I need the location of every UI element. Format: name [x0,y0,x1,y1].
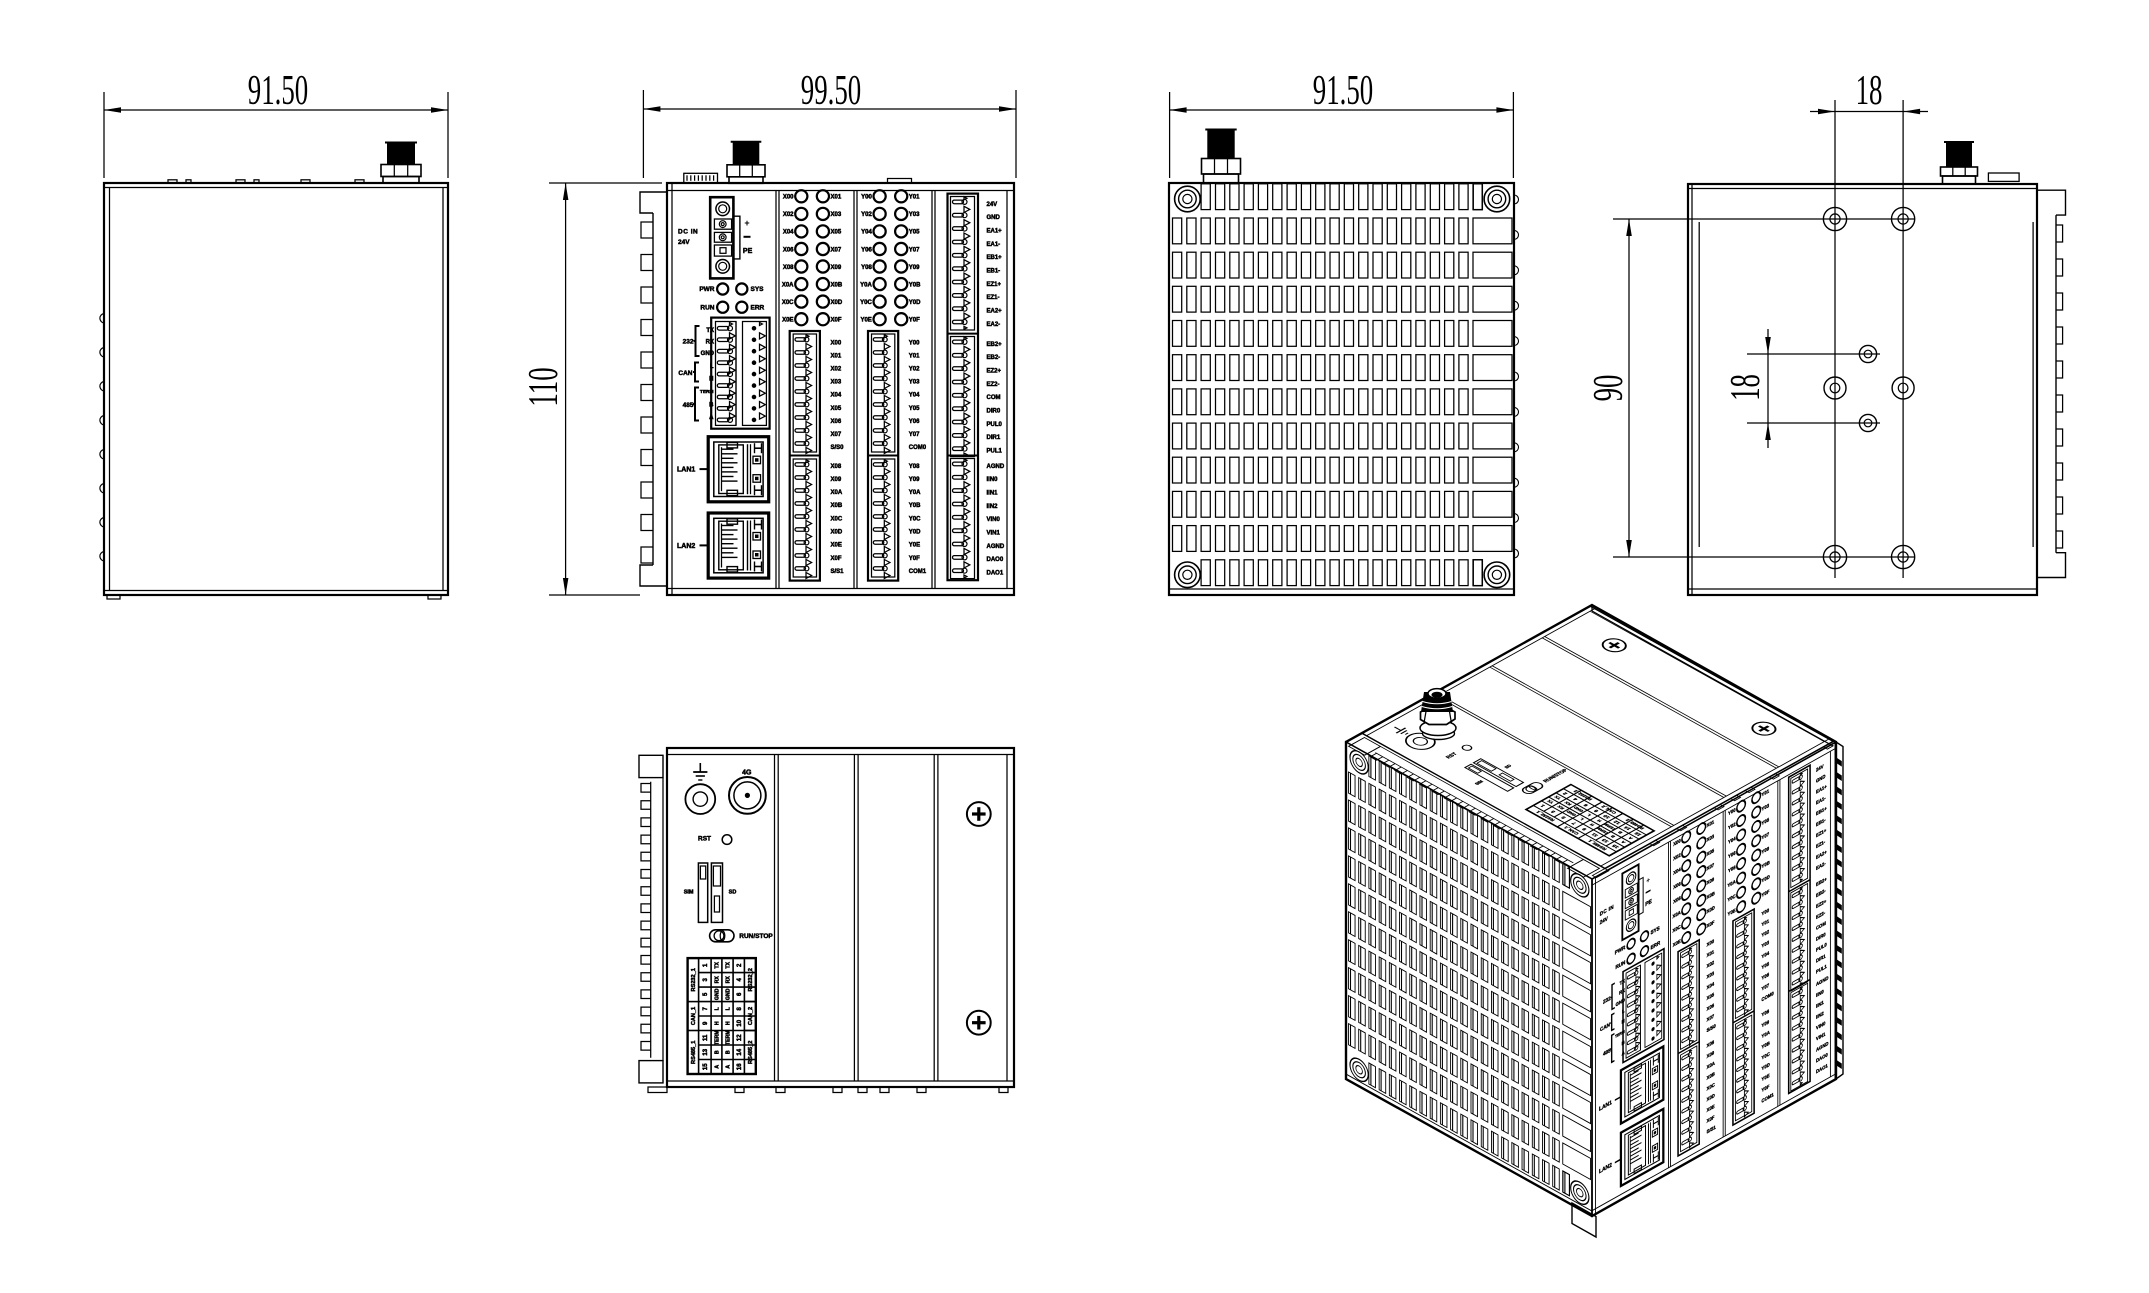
svg-text:18: 18 [1722,374,1768,401]
svg-text:110: 110 [520,367,566,406]
svg-text:91.50: 91.50 [248,67,308,113]
svg-text:99.50: 99.50 [801,67,861,113]
svg-text:90: 90 [1585,375,1631,402]
svg-text:91.50: 91.50 [1313,67,1373,113]
svg-text:18: 18 [1856,67,1883,113]
